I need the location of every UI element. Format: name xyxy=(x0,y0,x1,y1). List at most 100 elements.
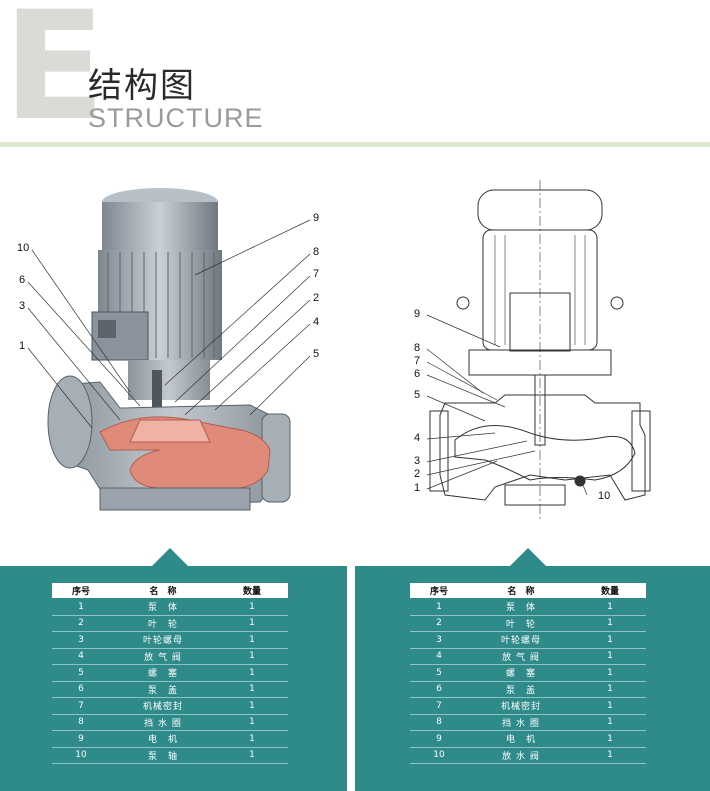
cell-name: 电 机 xyxy=(110,730,216,748)
callout-label: 2 xyxy=(313,292,320,304)
column-header: 数量 xyxy=(574,583,646,599)
cell-name: 螺 塞 xyxy=(110,664,216,682)
cell-name: 泵 盖 xyxy=(110,681,216,698)
cell-qty: 1 xyxy=(574,714,646,731)
cell-no: 8 xyxy=(52,714,110,731)
callout-label: 8 xyxy=(313,246,320,258)
cell-name: 放 气 阀 xyxy=(110,648,216,665)
callout-label: 9 xyxy=(414,308,421,320)
cell-qty: 1 xyxy=(216,714,288,731)
panel-notch xyxy=(510,548,546,566)
cell-no: 1 xyxy=(52,598,110,616)
cell-no: 9 xyxy=(52,730,110,748)
callout-label: 7 xyxy=(313,268,320,280)
callout-label: 1 xyxy=(19,340,26,352)
cell-qty: 1 xyxy=(574,615,646,632)
callout-label: 6 xyxy=(19,274,26,286)
cell-name: 叶 轮 xyxy=(110,615,216,632)
callout-label: 5 xyxy=(313,348,320,360)
callout-label: 3 xyxy=(414,455,421,467)
cell-no: 1 xyxy=(410,598,468,616)
cell-no: 3 xyxy=(52,631,110,649)
cell-no: 6 xyxy=(410,681,468,698)
cell-no: 3 xyxy=(410,631,468,649)
cell-qty: 1 xyxy=(216,631,288,649)
column-header: 名 称 xyxy=(468,583,574,599)
callout-label: 5 xyxy=(414,389,421,401)
pump-cutaway-illustration xyxy=(27,188,311,511)
cell-name: 机械密封 xyxy=(110,697,216,715)
cell-qty: 1 xyxy=(574,747,646,764)
page-title-en: STRUCTURE xyxy=(88,103,264,133)
cell-qty: 1 xyxy=(574,648,646,665)
callout-label: 2 xyxy=(414,468,421,480)
cell-no: 2 xyxy=(52,615,110,632)
cell-name: 泵 体 xyxy=(110,598,216,616)
cell-name: 叶 轮 xyxy=(468,615,574,632)
column-header: 序号 xyxy=(410,583,468,599)
cell-name: 螺 塞 xyxy=(468,664,574,682)
cell-no: 7 xyxy=(410,697,468,715)
cell-name: 挡 水 圈 xyxy=(110,714,216,731)
cell-qty: 1 xyxy=(216,681,288,698)
header-divider xyxy=(0,142,710,147)
column-header: 序号 xyxy=(52,583,110,599)
callout-label: 10 xyxy=(17,242,30,254)
callout-label: 3 xyxy=(19,300,26,312)
cell-no: 9 xyxy=(410,730,468,748)
cell-name: 泵 盖 xyxy=(468,681,574,698)
cell-name: 机械密封 xyxy=(468,697,574,715)
cell-no: 2 xyxy=(410,615,468,632)
cell-name: 放 水 阀 xyxy=(468,747,574,764)
callout-label: 4 xyxy=(313,316,320,328)
callout-label: 8 xyxy=(414,342,421,354)
section-letter: E xyxy=(3,0,105,154)
cell-no: 10 xyxy=(410,747,468,764)
cell-qty: 1 xyxy=(216,697,288,715)
cell-qty: 1 xyxy=(216,664,288,682)
cell-no: 8 xyxy=(410,714,468,731)
cell-qty: 1 xyxy=(574,664,646,682)
cell-no: 4 xyxy=(410,648,468,665)
column-header: 数量 xyxy=(216,583,288,599)
cell-no: 4 xyxy=(52,648,110,665)
pump-section-drawing xyxy=(426,180,651,520)
cell-name: 放 气 阀 xyxy=(468,648,574,665)
cell-no: 7 xyxy=(52,697,110,715)
cell-no: 10 xyxy=(52,747,110,764)
callout-label: 6 xyxy=(414,368,421,380)
cell-qty: 1 xyxy=(216,747,288,764)
cell-name: 叶轮螺母 xyxy=(468,631,574,649)
table-header-row: 序号 名 称 数量 xyxy=(410,583,646,599)
callout-label: 10 xyxy=(598,490,611,502)
cell-name: 电 机 xyxy=(468,730,574,748)
callout-label: 7 xyxy=(414,355,421,367)
cell-no: 5 xyxy=(52,664,110,682)
cell-qty: 1 xyxy=(574,681,646,698)
cell-name: 泵 轴 xyxy=(110,747,216,764)
column-header: 名 称 xyxy=(110,583,216,599)
callout-label: 9 xyxy=(313,212,320,224)
page-title-cn: 结构图 xyxy=(88,66,196,106)
cell-qty: 1 xyxy=(574,631,646,649)
cell-no: 6 xyxy=(52,681,110,698)
